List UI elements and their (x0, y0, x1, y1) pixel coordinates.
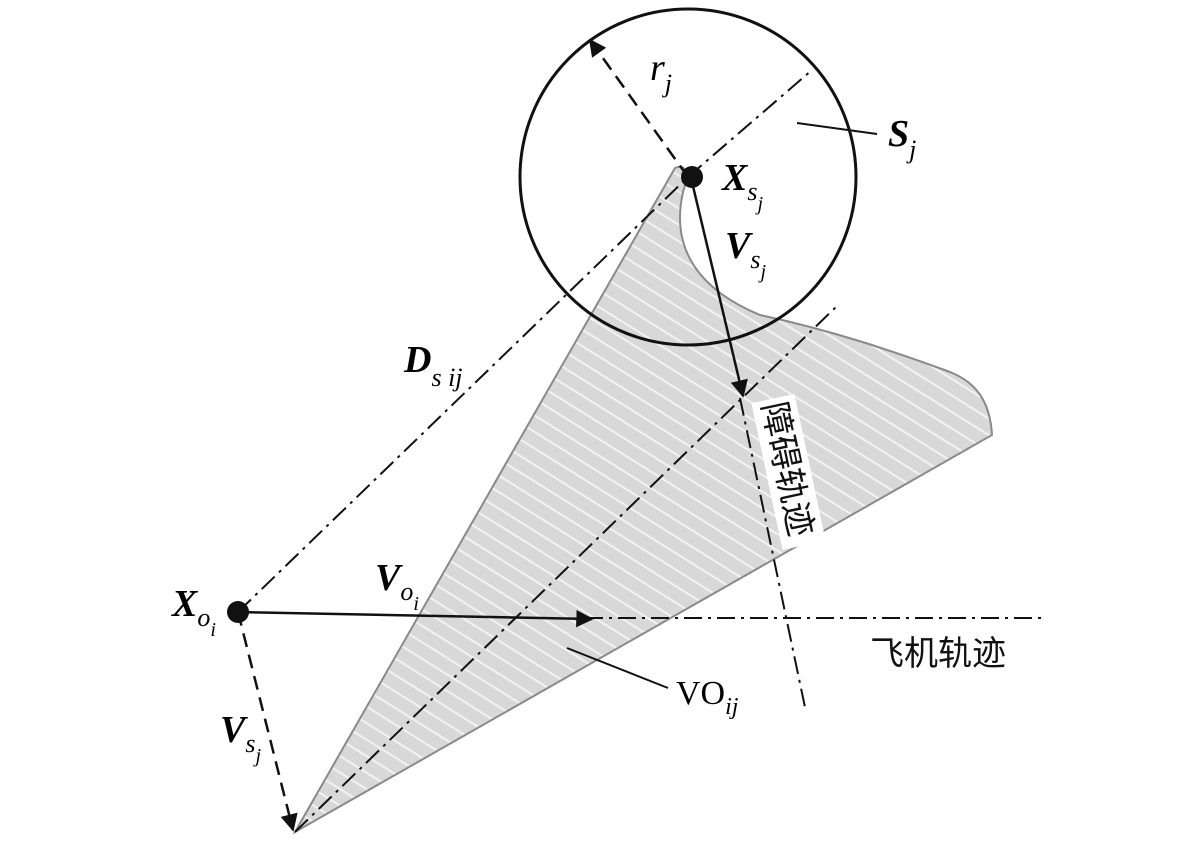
obstacle-center-point (681, 166, 703, 188)
label-s-j: Sj (888, 113, 916, 164)
label-r-j: rj (650, 47, 672, 98)
label-v-sj-top: Vsj (725, 225, 766, 283)
aircraft-position-point (227, 601, 249, 623)
label-aircraft-trajectory: 飞机轨迹 (870, 634, 1006, 674)
label-d-sij: Ds ij (403, 339, 463, 392)
obstacle-trajectory-label-bg (751, 394, 826, 550)
radius-line (588, 38, 690, 178)
obstacle-trajectory-line (739, 397, 807, 713)
aircraft-velocity-arrow (237, 609, 594, 628)
label-x-oi: Xoi (171, 583, 216, 641)
distance-line (237, 176, 689, 613)
label-v-oi: Voi (375, 557, 419, 615)
sj-leader-line (796, 122, 878, 135)
obstacle-velocity-arrow (690, 181, 748, 398)
obstacle-circle (518, 7, 858, 347)
velocity-obstacle-region (292, 165, 994, 835)
label-vo-ij: VOij (676, 675, 739, 720)
vo-leader-line (566, 647, 669, 689)
label-v-sj-bottom: Vsj (220, 709, 261, 767)
relative-velocity-arrow (236, 611, 298, 832)
label-x-sj: Xsj (721, 157, 763, 215)
circle-center-line (687, 69, 813, 178)
